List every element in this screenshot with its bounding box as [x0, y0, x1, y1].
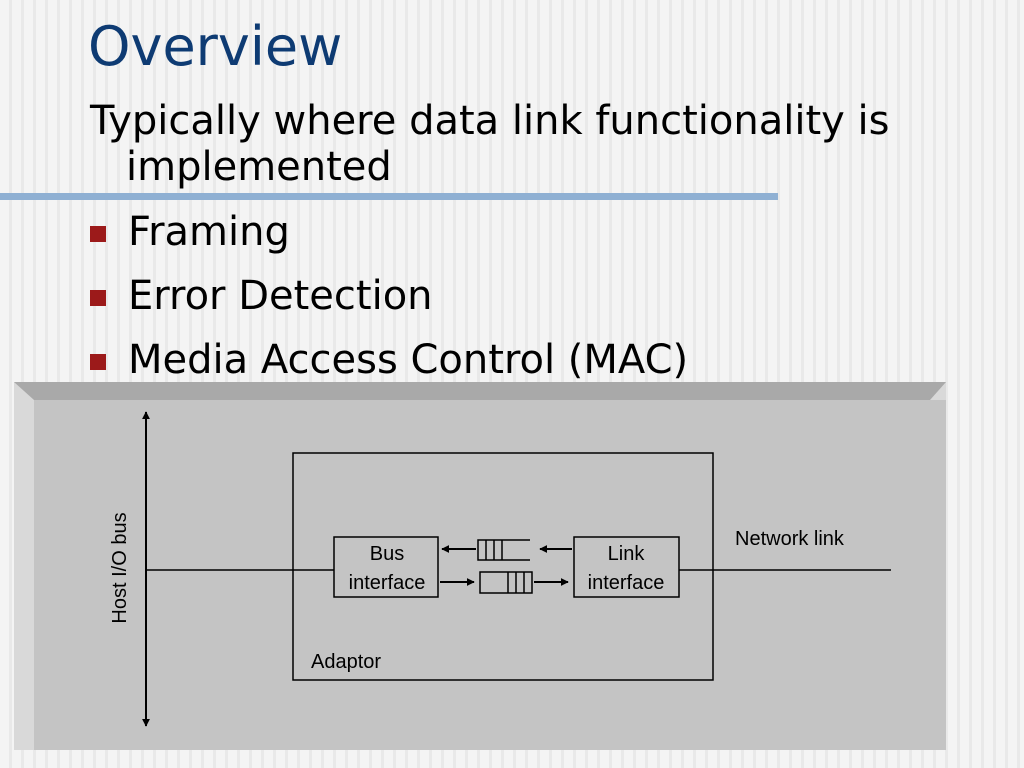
link-interface-label-line1: Link	[608, 543, 646, 565]
outbound-queue	[479, 571, 533, 594]
title-divider	[0, 193, 778, 200]
panel-face	[34, 400, 946, 750]
bus-interface-label-line1: Bus	[370, 543, 404, 565]
bullet-item-mac: Media Access Control (MAC)	[90, 334, 688, 398]
bullet-text: Error Detection	[128, 273, 433, 319]
bullet-item-error-detection: Error Detection	[90, 270, 688, 334]
bus-interface-label-line2: interface	[349, 572, 426, 594]
bus-interface-box	[333, 536, 439, 598]
slide-subtitle: Typically where data link functionality …	[90, 98, 890, 190]
slide-title: Overview	[88, 15, 343, 78]
square-bullet-icon	[90, 226, 106, 242]
inbound-queue	[477, 539, 530, 561]
adaptor-label: Adaptor	[311, 651, 381, 673]
host-bus-label: Host I/O bus	[109, 512, 131, 623]
link-interface-label-line2: interface	[588, 572, 665, 594]
bullet-item-framing: Framing	[90, 206, 688, 270]
diagram-panel	[14, 382, 946, 750]
square-bullet-icon	[90, 354, 106, 370]
adaptor-box	[292, 452, 714, 681]
square-bullet-icon	[90, 290, 106, 306]
network-link-label: Network link	[735, 528, 845, 550]
bullet-text: Framing	[128, 209, 290, 255]
bullet-text: Media Access Control (MAC)	[128, 337, 689, 383]
bullet-list: Framing Error Detection Media Access Con…	[90, 206, 688, 398]
link-interface-box	[573, 536, 680, 598]
panel-bevel-top	[14, 382, 946, 400]
